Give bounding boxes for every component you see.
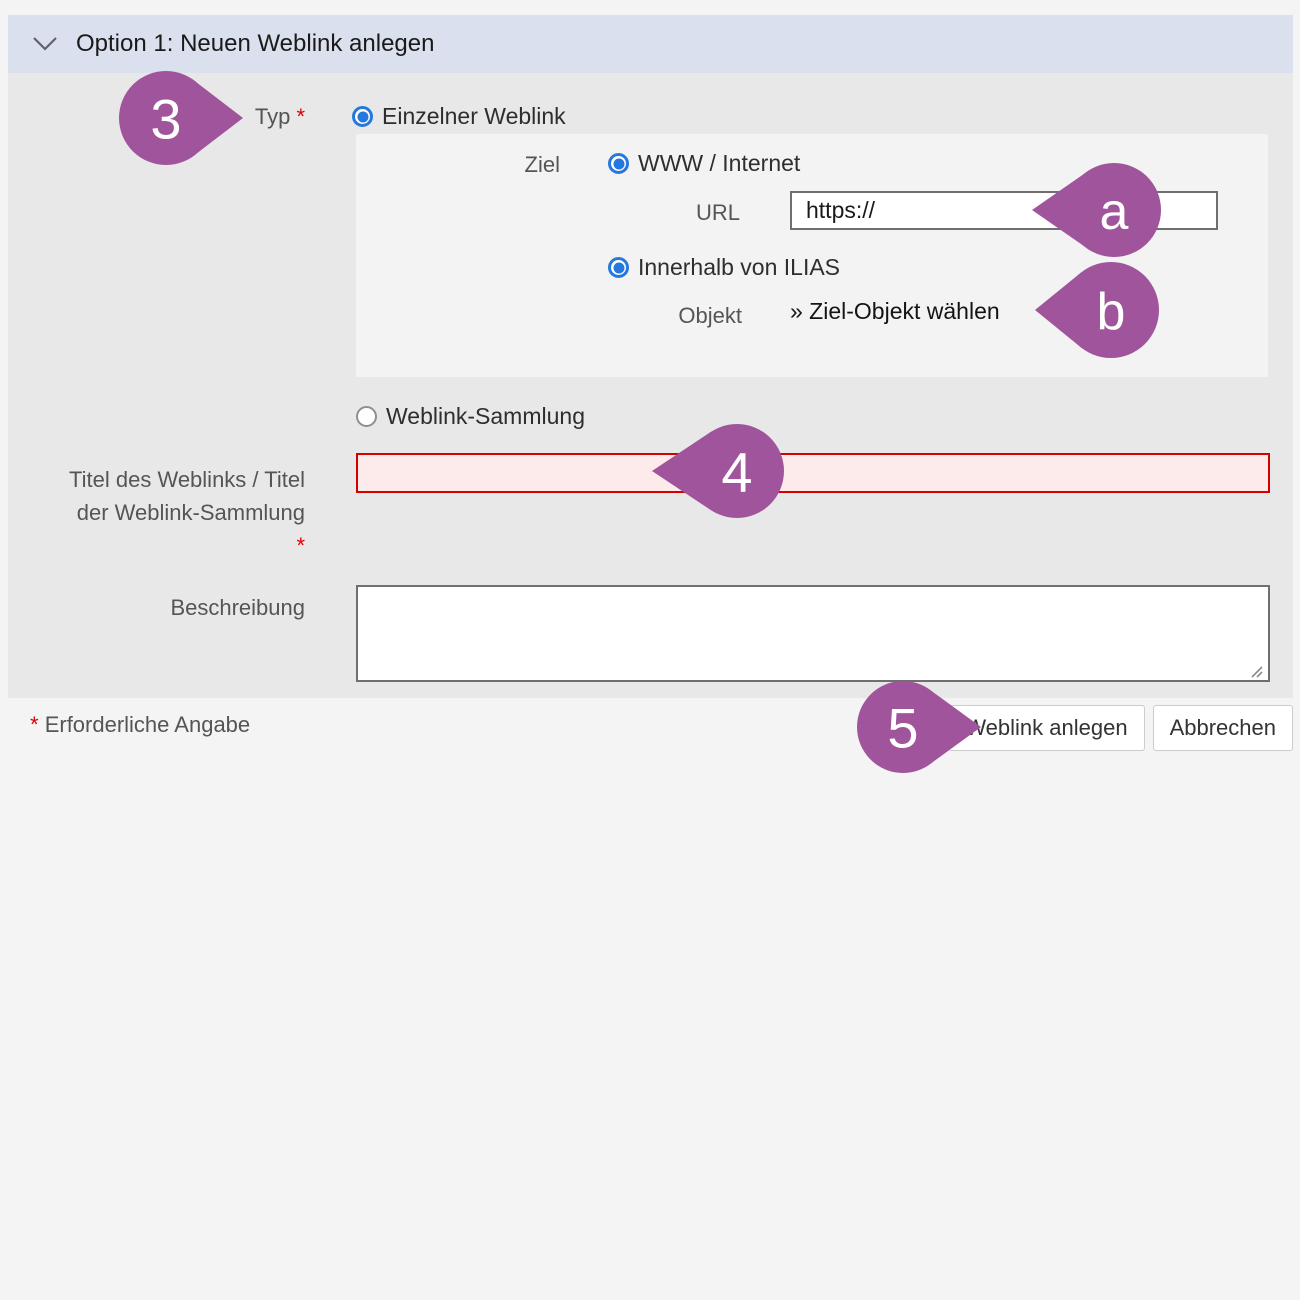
radio-www-internet-label[interactable]: WWW / Internet: [638, 150, 801, 176]
required-asterisk: *: [30, 712, 39, 737]
radio-row-einzelner-weblink: Einzelner Weblink: [352, 103, 566, 130]
accordion-title: Option 1: Neuen Weblink anlegen: [76, 30, 435, 57]
radio-weblink-sammlung[interactable]: [356, 406, 377, 427]
svg-text:5: 5: [887, 697, 918, 760]
titel-input[interactable]: [356, 453, 1270, 493]
beschreibung-label: Beschreibung: [170, 595, 305, 620]
url-label: URL: [695, 200, 740, 225]
radio-weblink-sammlung-label[interactable]: Weblink-Sammlung: [386, 403, 585, 429]
titel-label: Titel des Weblinks / Titel der Weblink-S…: [0, 463, 305, 562]
radio-innerhalb-ilias-label[interactable]: Innerhalb von ILIAS: [638, 254, 841, 280]
ziel-objekt-waehlen-link[interactable]: » Ziel-Objekt wählen: [790, 298, 1000, 324]
radio-einzelner-weblink-label[interactable]: Einzelner Weblink: [382, 103, 566, 129]
ziel-label: Ziel: [524, 152, 560, 177]
form-actions: Weblink anlegen Abbrechen: [948, 705, 1293, 751]
typ-label: Typ *: [254, 104, 305, 129]
required-note: * Erforderliche Angabe: [30, 712, 251, 737]
radio-row-weblink-sammlung: Weblink-Sammlung: [356, 403, 585, 430]
radio-row-www-internet: WWW / Internet: [608, 150, 800, 177]
radio-row-innerhalb-ilias: Innerhalb von ILIAS: [608, 254, 840, 281]
url-input[interactable]: [790, 191, 1218, 230]
textarea-resize-handle[interactable]: [1248, 664, 1264, 678]
radio-einzelner-weblink[interactable]: [352, 106, 373, 127]
required-asterisk: *: [296, 104, 305, 129]
objekt-label: Objekt: [678, 303, 742, 328]
weblink-anlegen-button[interactable]: Weblink anlegen: [948, 705, 1145, 751]
required-asterisk: *: [296, 533, 305, 558]
radio-www-internet[interactable]: [608, 153, 629, 174]
abbrechen-button[interactable]: Abbrechen: [1152, 705, 1293, 751]
beschreibung-textarea[interactable]: [356, 585, 1270, 682]
radio-innerhalb-ilias[interactable]: [608, 257, 629, 278]
chevron-down-icon: [33, 37, 57, 51]
accordion-header[interactable]: Option 1: Neuen Weblink anlegen: [8, 15, 1293, 73]
